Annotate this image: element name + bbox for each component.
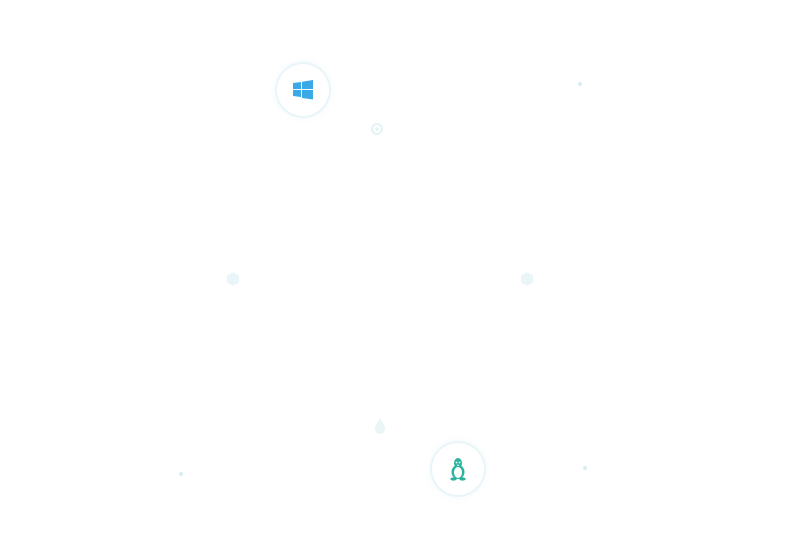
- faint-dot: [583, 466, 587, 470]
- faint-hexagon-icon: [519, 271, 535, 287]
- faint-dot: [179, 472, 183, 476]
- windows-badge: [277, 64, 329, 116]
- linux-badge: [432, 443, 484, 495]
- faint-gear-icon: [369, 121, 385, 137]
- linux-tux-icon: [448, 457, 468, 481]
- faint-dot: [578, 82, 582, 86]
- faint-cube-icon: [225, 271, 241, 287]
- faint-droplet-icon: [372, 417, 388, 435]
- windows-logo-icon: [293, 80, 313, 100]
